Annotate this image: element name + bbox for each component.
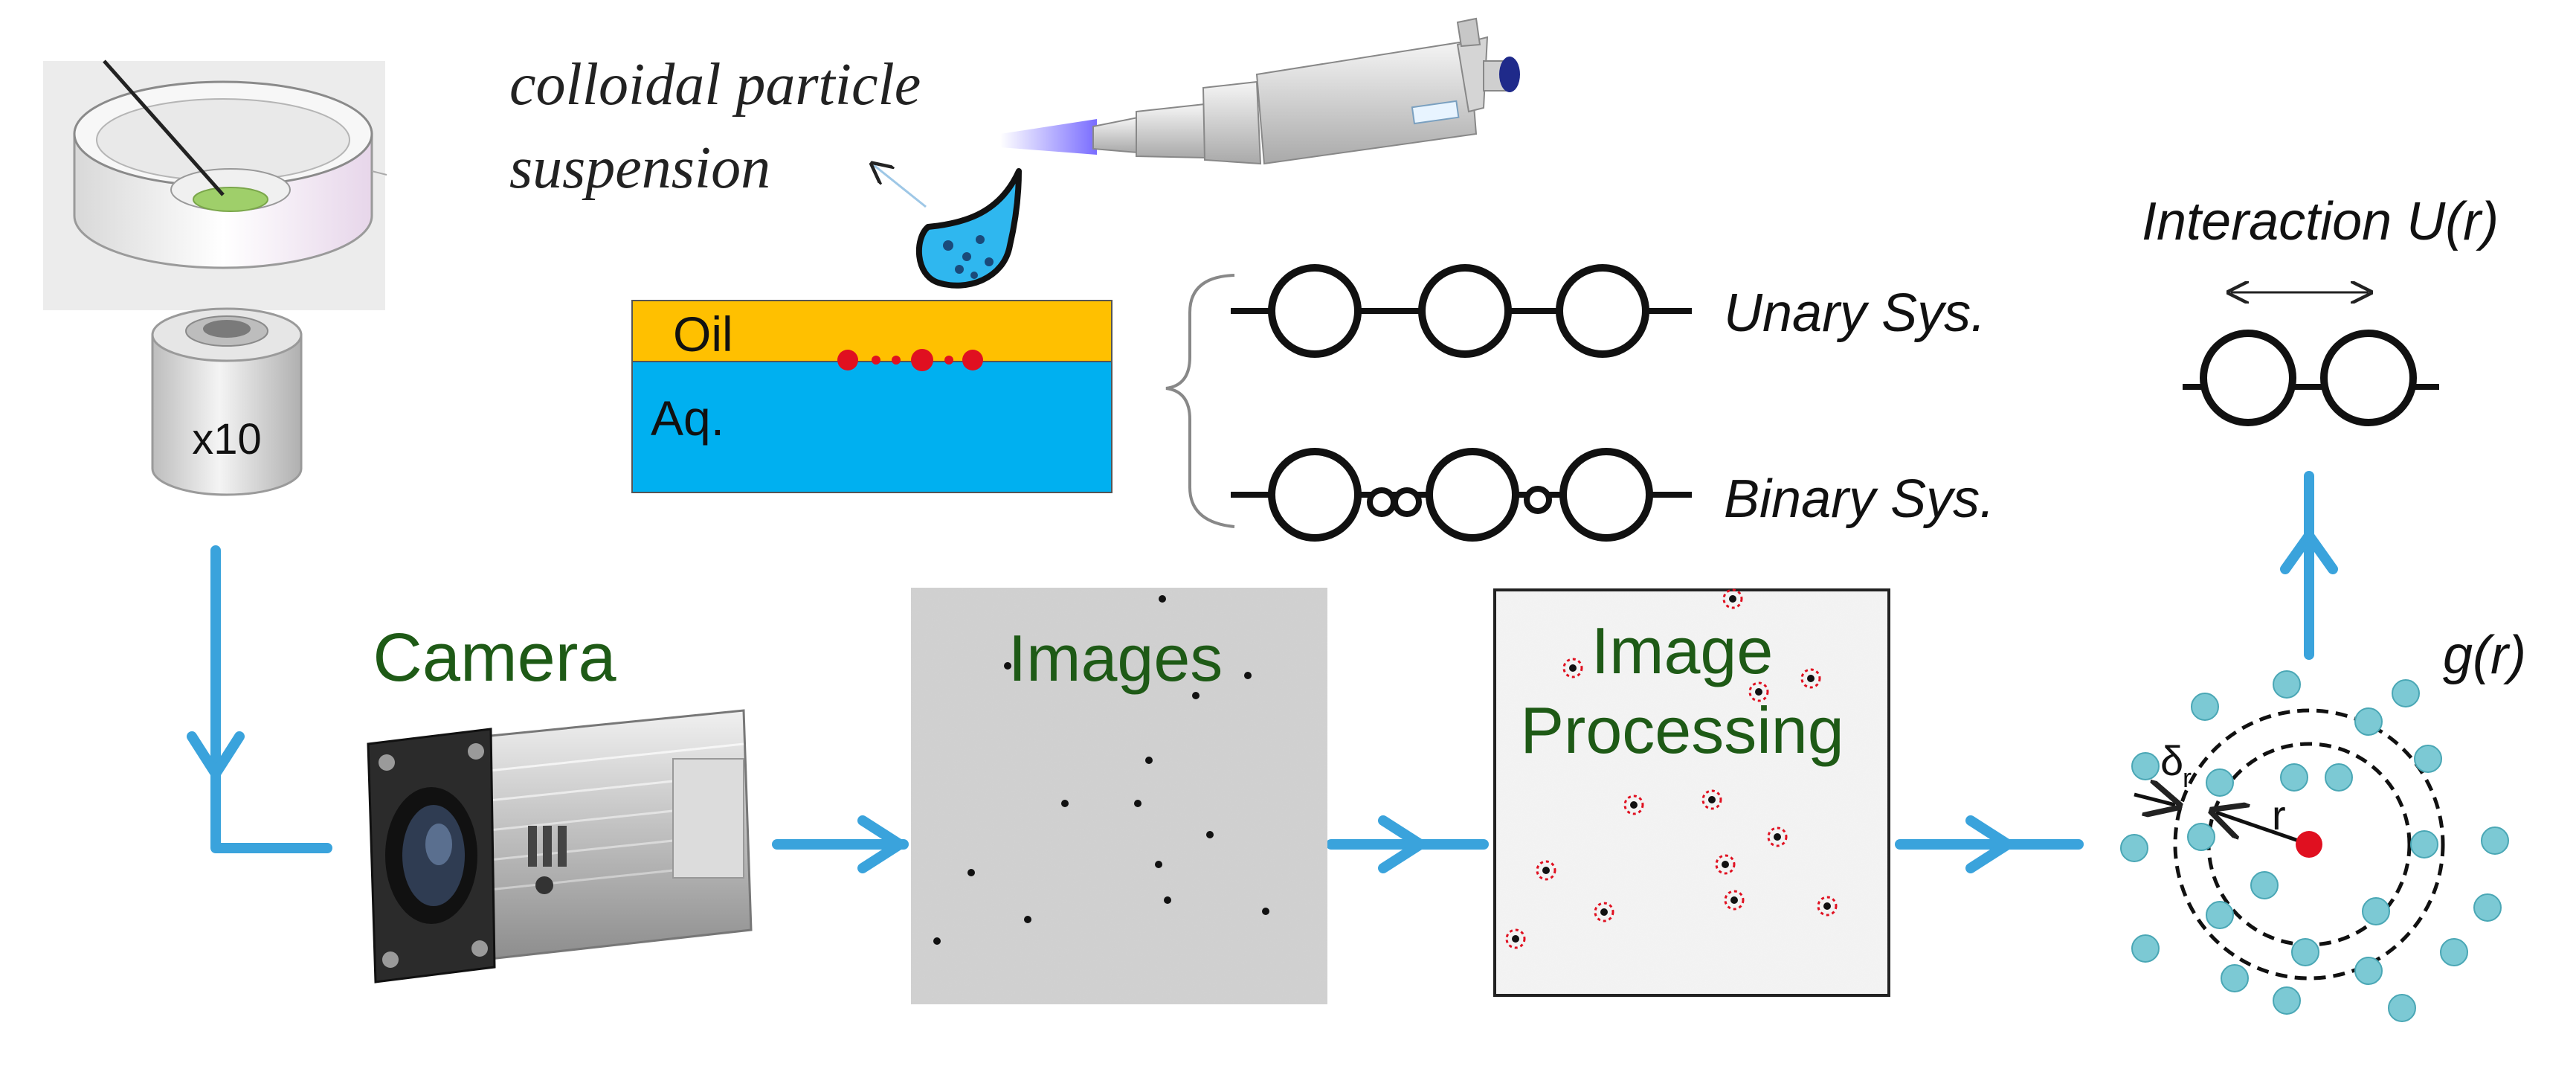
unary-label: Unary Sys. <box>1724 283 1986 343</box>
droplet-icon <box>915 168 1022 289</box>
interaction-label: Interaction U(r) <box>2142 192 2499 251</box>
pipette-icon <box>1000 17 1520 165</box>
microscope-dish-icon <box>43 60 387 310</box>
interaction-diagram <box>2183 292 2439 426</box>
microscope-to-camera-arrow <box>210 545 332 853</box>
rdf-delta-label: δ <box>2160 737 2183 784</box>
unary-system <box>1231 264 1692 358</box>
images-label: Images <box>1008 621 1223 695</box>
camera-label: Camera <box>373 620 616 696</box>
aqueous-label: Aq. <box>651 391 724 446</box>
processing-label-line1: Image <box>1591 614 1774 687</box>
droplet-pointer <box>874 165 927 208</box>
pipette-step-label: colloidal particle suspension <box>509 52 921 201</box>
pipette-label-line1: colloidal particle <box>509 52 921 118</box>
rdf-label: g(r) <box>2443 626 2526 685</box>
images-panel: Images <box>911 588 1327 1004</box>
objective-label: x10 <box>192 415 262 463</box>
oil-label: Oil <box>673 306 733 362</box>
oil-water-interface: Oil Aq. <box>631 300 1112 493</box>
binary-label: Binary Sys. <box>1724 469 1994 529</box>
rdf-center-particle <box>2296 831 2322 858</box>
processing-panel: Image Processing <box>1493 588 1890 997</box>
rdf-diagram: r δ r g(r) <box>2120 626 2526 1022</box>
objective-lens-icon: x10 <box>151 307 303 496</box>
rdf-r-label: r <box>2272 792 2286 838</box>
processing-label-line2: Processing <box>1520 693 1844 767</box>
binary-system <box>1231 448 1692 542</box>
system-brace <box>1165 274 1235 528</box>
camera-icon <box>367 709 753 983</box>
pipette-label-line2: suspension <box>509 135 770 201</box>
rdf-delta-sub: r <box>2183 763 2192 793</box>
flow-arrows <box>187 471 2338 873</box>
aqueous-layer <box>631 361 1112 493</box>
